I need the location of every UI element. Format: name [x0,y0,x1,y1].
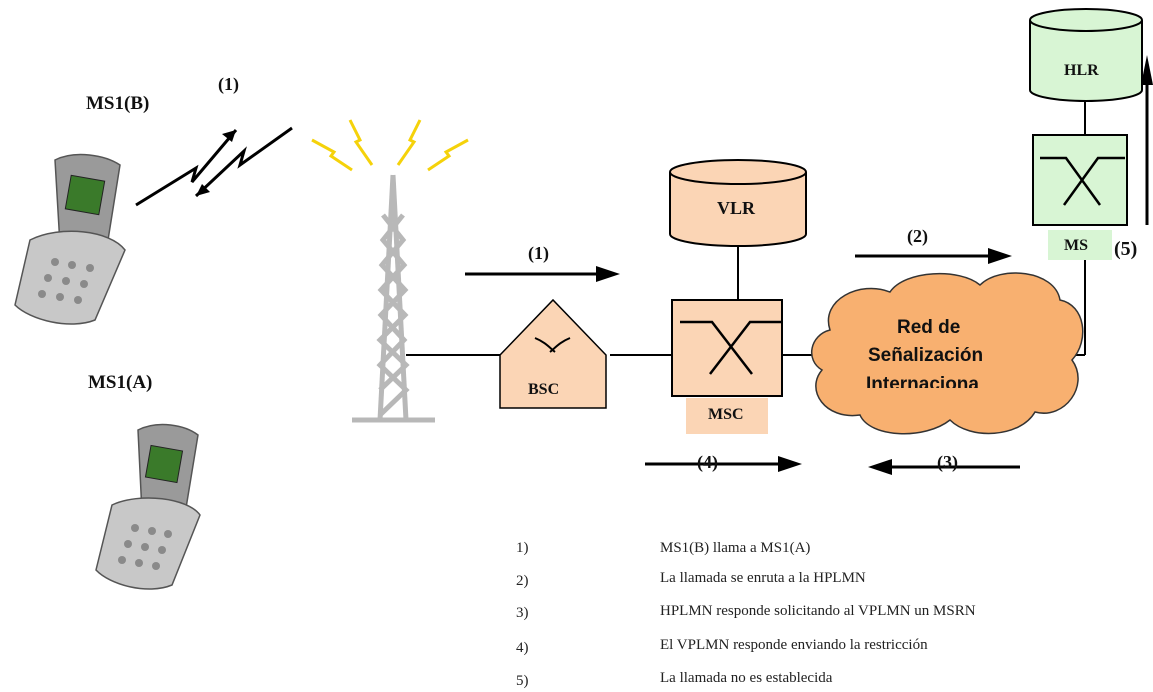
bsc-node [499,298,607,409]
legend-text: La llamada se enruta a la HPLMN [660,570,866,586]
legend-text: HPLMN responde solicitando al VPLMN un M… [660,603,976,619]
cloud-text-line2: Señalización [868,345,984,366]
label-step1-radio: (1) [218,74,239,94]
phone-ms1a-icon [95,423,201,590]
legend-num: 2) [516,573,529,589]
hplmn-switch-node [1032,134,1128,260]
label-step5: (5) [1114,238,1138,260]
legend-num: 3) [516,605,529,621]
arrow-3 [868,459,1020,475]
label-vlr: VLR [717,198,756,218]
antenna-tower-icon [352,174,435,423]
legend-text: MS1(B) llama a MS1(A) [660,540,811,556]
label-step4: (4) [697,452,718,472]
label-step1: (1) [528,243,549,263]
label-msc: MSC [708,406,744,423]
vlr-database-icon [669,159,807,247]
label-ms-hplmn: MS [1064,237,1088,254]
label-hlr: HLR [1064,62,1099,79]
legend-num: 1) [516,540,529,556]
cloud-text-line1: Red de [897,317,961,338]
signaling-network-cloud [811,272,1084,435]
label-bsc: BSC [528,381,560,398]
legend-text: El VPLMN responde enviando la restricció… [660,637,928,653]
hlr-database-icon [1029,8,1143,102]
arrow-1 [465,266,620,282]
label-ms1b: MS1(B) [86,93,150,114]
arrow-up-5 [1141,55,1153,225]
legend-num: 4) [516,640,529,656]
radio-link [135,126,293,207]
phone-ms1b-icon [14,153,126,325]
arrow-4 [645,456,802,472]
label-ms1a: MS1(A) [88,372,153,393]
label-step3: (3) [937,452,958,472]
arrow-2 [855,248,1012,264]
signal-lightning-icon [311,119,469,172]
legend-text: La llamada no es establecida [660,670,833,686]
cloud-text-line3: Internaciona [866,374,979,388]
label-step2: (2) [907,226,928,246]
msc-node [671,299,783,434]
legend-num: 5) [516,673,529,689]
